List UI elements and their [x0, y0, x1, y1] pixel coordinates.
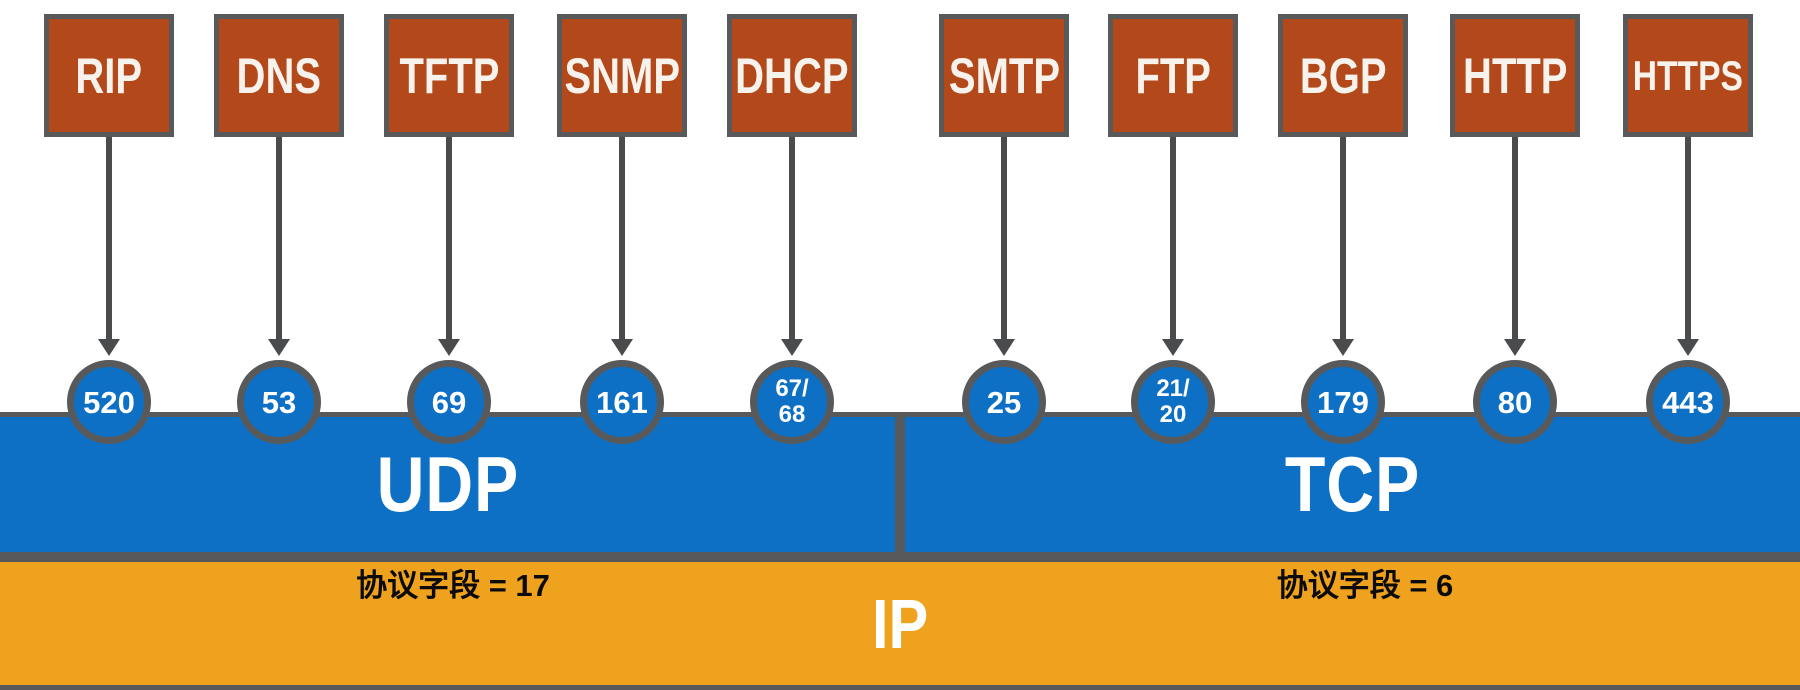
- protocol-box-tftp: TFTP: [384, 14, 514, 137]
- port-number: 69: [431, 384, 467, 420]
- protocol-label: RIP: [75, 47, 143, 104]
- column-ftp: FTP 21/ 20: [1108, 0, 1238, 450]
- protocol-box-snmp: SNMP: [557, 14, 687, 137]
- port-number: 25: [986, 384, 1022, 420]
- protocol-label: HTTPS: [1632, 51, 1744, 99]
- protocol-box-https: HTTPS: [1623, 14, 1753, 137]
- protocol-label: BGP: [1299, 47, 1387, 104]
- port-badge-ftp: 21/ 20: [1131, 360, 1215, 444]
- protocol-box-dhcp: DHCP: [727, 14, 857, 137]
- ip-bar: 协议字段 = 17 协议字段 = 6 IP: [0, 557, 1800, 690]
- tcp-protocol-field-label: 协议字段 = 6: [1276, 568, 1454, 603]
- column-snmp: SNMP 161: [557, 0, 687, 450]
- port-badge-snmp: 161: [580, 360, 664, 444]
- protocol-label: HTTP: [1462, 47, 1568, 104]
- protocol-label: DHCP: [735, 47, 849, 104]
- column-dns: DNS 53: [214, 0, 344, 450]
- port-badge-dhcp: 67/ 68: [750, 360, 834, 444]
- port-number: 520: [83, 384, 135, 420]
- port-number: 443: [1662, 384, 1714, 420]
- column-tftp: TFTP 69: [384, 0, 514, 450]
- protocol-label: DNS: [236, 47, 322, 104]
- port-number: 179: [1317, 384, 1369, 420]
- port-number: 161: [596, 384, 648, 420]
- protocol-label: SNMP: [564, 47, 680, 104]
- port-badge-smtp: 25: [962, 360, 1046, 444]
- protocol-label: FTP: [1135, 47, 1211, 104]
- column-http: HTTP 80: [1450, 0, 1580, 450]
- protocol-box-rip: RIP: [44, 14, 174, 137]
- port-badge-https: 443: [1646, 360, 1730, 444]
- port-badge-rip: 520: [67, 360, 151, 444]
- tcp-label: TCP: [1284, 440, 1421, 528]
- port-number-line2: 20: [1159, 401, 1187, 428]
- protocol-box-smtp: SMTP: [939, 14, 1069, 137]
- port-number-line2: 68: [778, 401, 806, 428]
- protocol-label: SMTP: [948, 47, 1060, 104]
- column-dhcp: DHCP 67/ 68: [727, 0, 857, 450]
- port-badge-http: 80: [1473, 360, 1557, 444]
- port-number-line1: 67/: [775, 374, 809, 402]
- port-badge-bgp: 179: [1301, 360, 1385, 444]
- column-smtp: SMTP 25: [939, 0, 1069, 450]
- udp-protocol-field-label: 协议字段 = 17: [356, 568, 550, 603]
- port-number: 80: [1497, 384, 1533, 420]
- protocol-box-ftp: FTP: [1108, 14, 1238, 137]
- port-badge-dns: 53: [237, 360, 321, 444]
- udp-label: UDP: [376, 440, 519, 528]
- protocol-box-bgp: BGP: [1278, 14, 1408, 137]
- protocol-label: TFTP: [399, 47, 500, 104]
- column-rip: RIP 520: [44, 0, 174, 450]
- column-https: HTTPS 443: [1623, 0, 1753, 450]
- port-badge-tftp: 69: [407, 360, 491, 444]
- ip-label: IP: [871, 584, 929, 663]
- port-number-line1: 21/: [1156, 374, 1190, 402]
- protocol-box-dns: DNS: [214, 14, 344, 137]
- protocol-box-http: HTTP: [1450, 14, 1580, 137]
- port-number: 53: [261, 384, 297, 420]
- column-bgp: BGP 179: [1278, 0, 1408, 450]
